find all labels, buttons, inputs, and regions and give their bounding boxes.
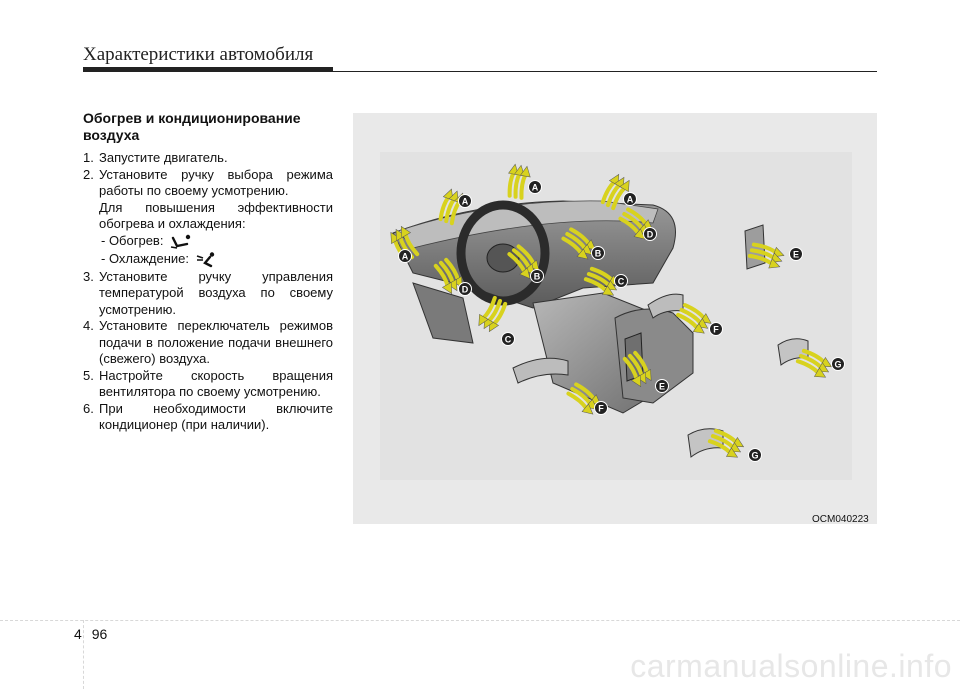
step-number: 1. [83,150,99,167]
heat-mode-icon [169,234,193,250]
section-heading: Обогрев и кондиционирование воздуха [83,110,333,144]
step-text: Установите ручку управления температурой… [99,269,333,319]
vent-label-text: C [505,335,512,345]
vent-label-e: E [656,380,669,393]
footer-rule [0,620,960,622]
vent-label-c: C [502,333,515,346]
watermark: carmanualsonline.info [630,648,952,685]
step-number: 4. [83,318,99,368]
mode-heat: - Обогрев: [83,233,333,251]
vent-label-text: F [713,325,719,335]
page-number-value: 96 [92,626,108,642]
vent-label-e: E [790,248,803,261]
step-6: 6. При необходимости включите кондиционе… [83,401,333,434]
vent-label-d: D [644,228,657,241]
vent-label-text: A [532,183,539,193]
step-text: Установите переключатель режимов подачи … [99,318,333,368]
step-2-note: Для повышения эффективности обогрева и о… [83,200,333,233]
step-text: При необходимости включите кондиционер (… [99,401,333,434]
vent-label-a: A [459,195,472,208]
header-rule-thin [83,71,877,72]
vent-label-a: A [399,250,412,263]
airflow-arrow-a [505,163,532,198]
step-text: Запустите двигатель. [99,150,333,167]
vent-label-text: C [618,277,625,287]
vent-label-f: F [595,402,608,415]
step-text: Настройте скорость вращения вентилятора … [99,368,333,401]
step-1: 1. Запустите двигатель. [83,150,333,167]
vent-label-text: D [647,230,654,240]
vent-label-text: G [834,360,841,370]
step-number: 6. [83,401,99,434]
vent-label-b: B [592,247,605,260]
step-4: 4. Установите переключатель режимов пода… [83,318,333,368]
step-2: 2. Установите ручку выбора режима работы… [83,167,333,200]
cool-mode-icon [195,252,219,268]
vent-label-text: D [462,285,469,295]
vent-label-c: C [615,275,628,288]
vent-label-g: G [749,449,762,462]
chapter-number: 4 [74,626,82,642]
step-5: 5. Настройте скорость вращения вентилято… [83,368,333,401]
vent-label-g: G [832,358,845,371]
mode-heat-label: - Обогрев: [101,233,163,250]
vent-label-f: F [710,323,723,336]
vent-label-text: E [659,382,665,392]
vent-label-text: B [595,249,602,259]
vent-label-b: B [531,270,544,283]
vent-label-a: A [624,193,637,206]
step-text: Установите ручку выбора режима работы по… [99,167,333,200]
step-number: 5. [83,368,99,401]
step-3: 3. Установите ручку управления температу… [83,269,333,319]
instructions-column: Обогрев и кондиционирование воздуха 1. З… [83,110,333,434]
vent-label-d: D [459,283,472,296]
vent-label-text: A [402,252,409,262]
step-number: 2. [83,167,99,200]
page-number: 4 96 [74,626,107,642]
mode-cool-label: - Охлаждение: [101,251,189,268]
dashboard-airflow-illustration: A A A A B B C C D D E E F F G G [353,113,877,524]
vent-label-a: A [529,181,542,194]
vent-label-text: A [462,197,469,207]
mode-cool: - Охлаждение: [83,251,333,269]
vent-label-text: B [534,272,541,282]
page-header-title: Характеристики автомобиля [83,44,313,66]
vent-label-text: E [793,250,799,260]
step-number: 3. [83,269,99,319]
vent-label-text: A [627,195,634,205]
vent-label-text: F [598,404,604,414]
vent-label-text: G [751,451,758,461]
figure-caption: OCM040223 [812,514,869,525]
